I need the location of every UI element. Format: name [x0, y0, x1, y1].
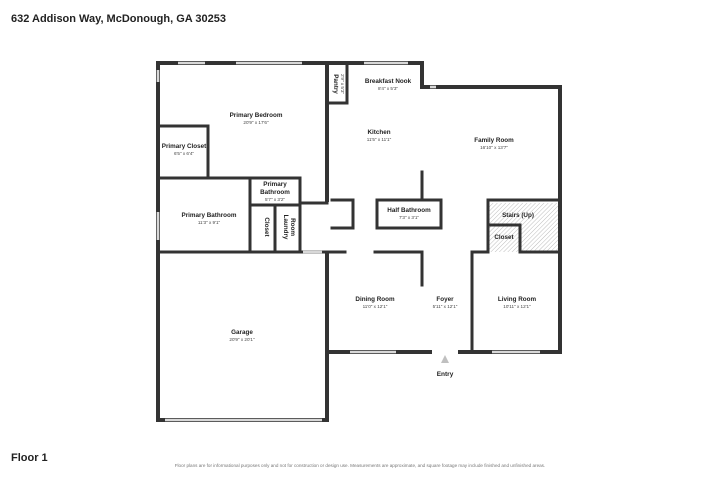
room-half-bathroom: Half Bathroom — [387, 207, 431, 214]
room-dining: Dining Room — [355, 296, 395, 303]
room-primary-bathroom-dims: 11'3" x 9'1" — [198, 220, 221, 225]
room-kitchen: Kitchen — [367, 129, 390, 136]
entry-arrow-icon — [441, 355, 449, 363]
stairs-hatch — [488, 203, 560, 252]
room-primary-bathroom-small-l1: Primary — [263, 181, 287, 188]
room-primary-bathroom-small-dims: 5'7" x 3'2" — [265, 197, 285, 202]
room-pantry-dims: 2'9" x 5'3" — [340, 74, 345, 94]
room-family: Family Room — [474, 137, 514, 144]
room-family-dims: 16'10" x 13'7" — [480, 145, 508, 150]
room-primary-bedroom-dims: 20'9" x 17'6" — [243, 120, 269, 125]
room-garage-dims: 20'9" x 20'1" — [229, 337, 255, 342]
room-foyer-dims: 5'11" x 12'1" — [433, 304, 458, 309]
floor-label: Floor 1 — [11, 452, 48, 464]
room-primary-closet: Primary Closet — [162, 143, 207, 150]
room-garage: Garage — [231, 329, 253, 336]
room-stairs: Stairs (Up) — [502, 212, 534, 219]
room-laundry-l2: Room — [289, 218, 296, 236]
room-laundry-l1: Laundry — [282, 215, 289, 240]
room-primary-closet-dims: 6'5" x 6'4" — [174, 151, 194, 156]
room-kitchen-dims: 11'5" x 11'1" — [367, 137, 392, 142]
room-half-bathroom-dims: 7'3" x 3'1" — [399, 215, 419, 220]
room-dining-dims: 11'0" x 12'1" — [363, 304, 388, 309]
room-breakfast-nook: Breakfast Nook — [365, 78, 412, 85]
room-primary-bathroom-small-l2: Bathroom — [260, 189, 290, 196]
property-address: 632 Addison Way, McDonough, GA 30253 — [11, 13, 226, 25]
room-primary-bedroom: Primary Bedroom — [230, 112, 283, 119]
room-primary-bathroom: Primary Bathroom — [182, 212, 237, 219]
room-breakfast-nook-dims: 8'4" x 5'3" — [378, 86, 398, 91]
disclaimer: Floor plans are for informational purpos… — [174, 463, 546, 468]
windows — [156, 61, 540, 422]
room-closet-stairs: Closet — [494, 234, 514, 241]
room-living-dims: 10'11" x 12'1" — [503, 304, 531, 309]
room-foyer: Foyer — [436, 296, 454, 303]
entry-label: Entry — [437, 371, 454, 378]
room-closet-vertical: Closet — [263, 217, 270, 237]
room-pantry: Pantry — [332, 74, 339, 94]
room-living: Living Room — [498, 296, 537, 303]
